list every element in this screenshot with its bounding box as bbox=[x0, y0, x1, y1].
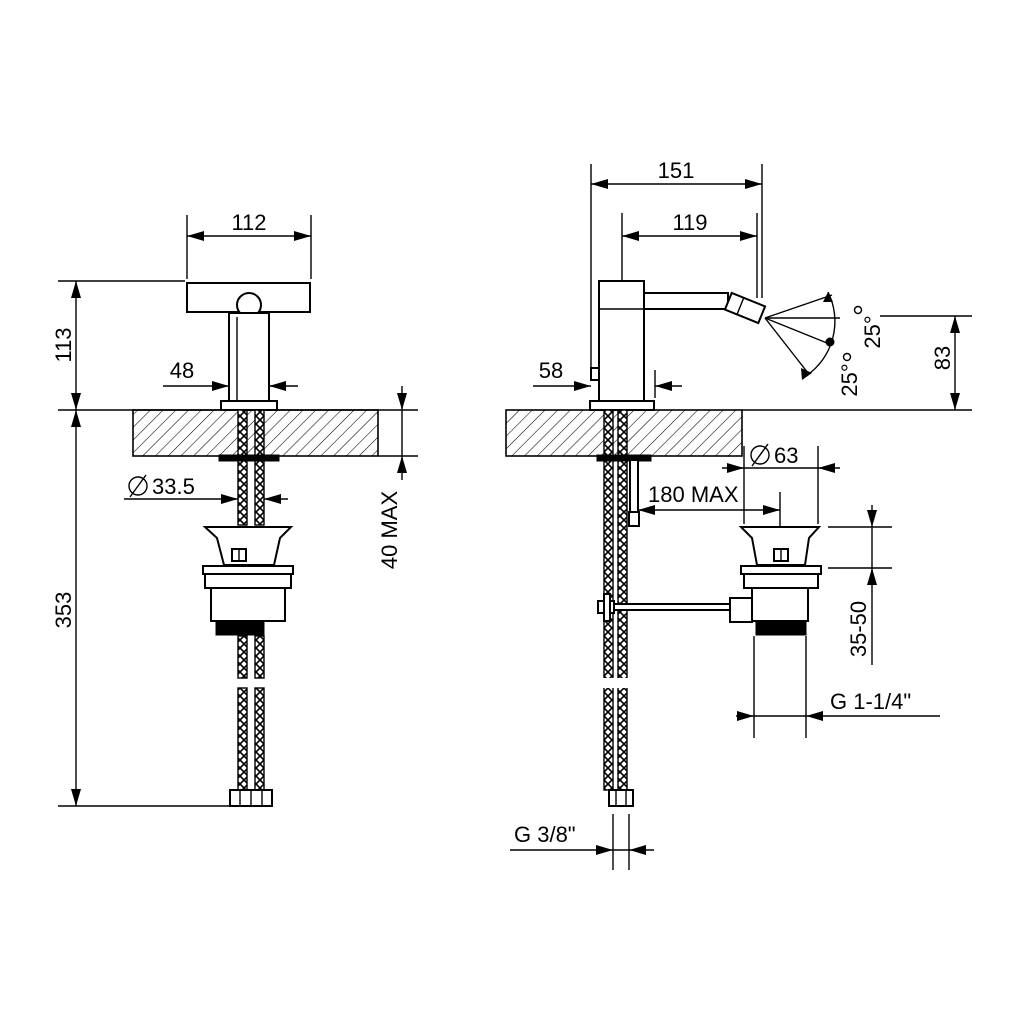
dim-overall-reach: 151 bbox=[658, 158, 695, 183]
front-view: 112 113 48 33.5 40 MAX bbox=[51, 210, 418, 807]
diameter-symbol bbox=[750, 443, 770, 467]
front-hose-right bbox=[254, 409, 265, 526]
side-hose-nut bbox=[608, 789, 634, 807]
side-aerator bbox=[723, 291, 767, 325]
front-body bbox=[228, 312, 270, 404]
dim-waste-range: 35-50 bbox=[846, 601, 871, 657]
side-linkage-rod bbox=[611, 603, 733, 611]
diameter-symbol bbox=[128, 474, 148, 498]
front-waste-cup bbox=[202, 526, 294, 566]
dim-spout-height: 83 bbox=[930, 346, 955, 370]
dim-angle-up: 25° bbox=[860, 315, 885, 348]
spray-angle bbox=[764, 291, 863, 380]
dim-waste-thread: G 1-1/4" bbox=[830, 689, 911, 714]
dim-width-top: 112 bbox=[231, 210, 266, 235]
dim-shank-diameter: 33.5 bbox=[152, 474, 195, 499]
dim-height-top: 113 bbox=[51, 327, 76, 362]
dim-rod-max: 180 MAX bbox=[648, 482, 739, 507]
dim-lever-offset: 58 bbox=[539, 358, 563, 383]
side-spout bbox=[643, 292, 729, 310]
dim-waste-diameter: 63 bbox=[774, 443, 798, 468]
dim-spout-reach: 119 bbox=[672, 210, 707, 235]
side-body bbox=[598, 280, 645, 404]
dim-deck-thickness: 40 MAX bbox=[377, 491, 402, 570]
front-hose-left bbox=[237, 409, 248, 526]
dim-base-diameter: 48 bbox=[170, 358, 194, 383]
dim-hose-thread: G 3/8" bbox=[514, 822, 576, 847]
dim-angle-down: 25° bbox=[837, 363, 862, 396]
side-view: 151 119 58 25° 25° bbox=[505, 158, 972, 870]
dim-total-height: 353 bbox=[51, 592, 76, 629]
